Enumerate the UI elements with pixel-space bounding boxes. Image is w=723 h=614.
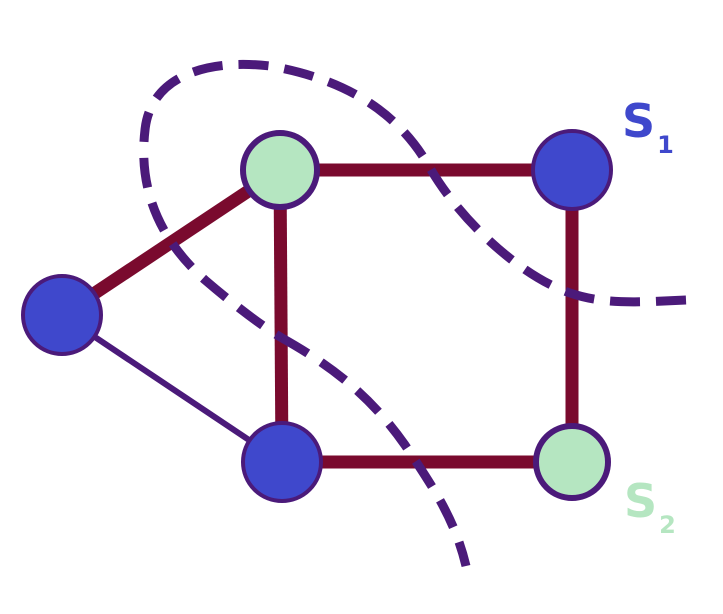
set-label-s2-subscript: 2	[659, 511, 676, 539]
set-label-s1-letter: S	[622, 94, 655, 148]
edge-top-middle-to-bottom-middle	[273, 169, 289, 463]
set-label-s1: S1	[622, 94, 674, 159]
edge-left-to-top-middle	[58, 164, 284, 321]
graph-nodes	[21, 129, 613, 503]
set-label-s2-letter: S	[624, 474, 657, 528]
node-top-middle	[240, 130, 320, 210]
set-label-s2: S2	[624, 474, 676, 539]
node-top-right	[531, 129, 613, 211]
set-label-s1-subscript: 1	[657, 131, 674, 159]
cut-curve-lower	[279, 334, 471, 568]
edge-left-to-bottom-middle	[60, 312, 284, 465]
node-bottom-right	[533, 423, 611, 501]
node-left	[21, 274, 103, 356]
node-bottom-middle	[241, 421, 323, 503]
cut-curve-upper	[139, 59, 687, 342]
graph-edges	[58, 163, 579, 469]
